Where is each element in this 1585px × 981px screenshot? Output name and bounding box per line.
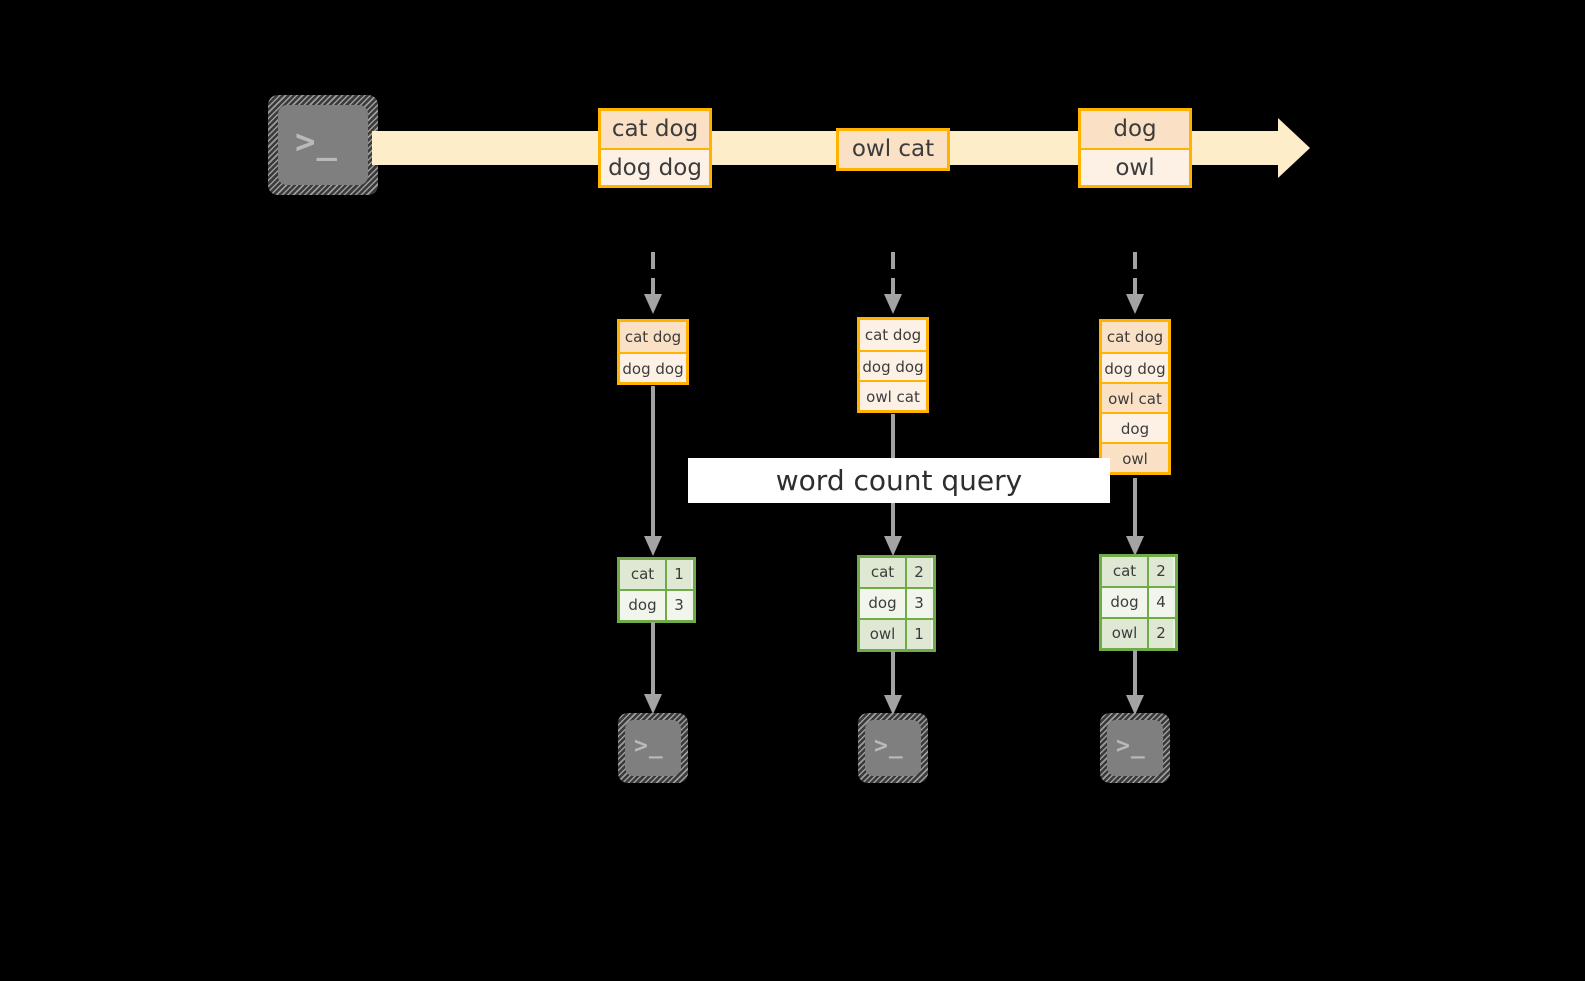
result-3-word-2: dog xyxy=(1102,588,1147,617)
input-table-1[interactable]: cat dog dog dog xyxy=(617,319,689,385)
terminal-prompt-icon: >_ xyxy=(295,122,338,162)
result-1-count-2: 3 xyxy=(665,591,691,620)
result-1-word-1: cat xyxy=(620,560,665,589)
result-3-count-1: 2 xyxy=(1147,557,1173,586)
table-row: dog 3 xyxy=(860,587,933,618)
input-table-3-row-5: owl xyxy=(1102,442,1168,472)
stream-batch-2-line-1: owl cat xyxy=(839,131,947,168)
connector-stream-to-input-1 xyxy=(640,252,666,316)
terminal-prompt-icon: >_ xyxy=(874,733,904,759)
input-table-1-row-2: dog dog xyxy=(620,352,686,382)
input-table-3-row-2: dog dog xyxy=(1102,352,1168,382)
input-table-2-row-1: cat dog xyxy=(860,320,926,350)
result-1-word-2: dog xyxy=(620,591,665,620)
terminal-body xyxy=(278,105,368,185)
sink-terminal-1: >_ xyxy=(618,713,688,783)
input-table-3[interactable]: cat dog dog dog owl cat dog owl xyxy=(1099,319,1171,475)
sink-terminal-3: >_ xyxy=(1100,713,1170,783)
input-table-2-row-3: owl cat xyxy=(860,380,926,410)
input-stream-arrowhead xyxy=(1278,118,1310,178)
table-row: dog 4 xyxy=(1102,586,1175,617)
result-2-word-3: owl xyxy=(860,620,905,649)
result-2-count-1: 2 xyxy=(905,558,931,587)
connector-stream-to-input-2 xyxy=(880,252,906,316)
result-1-count-1: 1 xyxy=(665,560,691,589)
terminal-body xyxy=(625,720,681,776)
result-3-count-2: 4 xyxy=(1147,588,1173,617)
result-table-3[interactable]: cat 2 dog 4 owl 2 xyxy=(1099,554,1178,651)
source-terminal: >_ xyxy=(268,95,378,195)
stream-batch-3-line-2: owl xyxy=(1081,148,1189,185)
table-row: dog 3 xyxy=(620,589,693,620)
input-table-2[interactable]: cat dog dog dog owl cat xyxy=(857,317,929,413)
result-2-count-2: 3 xyxy=(905,589,931,618)
stream-batch-1[interactable]: cat dog dog dog xyxy=(598,108,712,188)
connector-result-1-to-sink-1 xyxy=(640,622,666,716)
stream-batch-1-line-1: cat dog xyxy=(601,111,709,148)
input-table-3-row-3: owl cat xyxy=(1102,382,1168,412)
connector-input-3-to-result-3 xyxy=(1122,478,1148,558)
result-2-word-1: cat xyxy=(860,558,905,587)
input-table-3-row-4: dog xyxy=(1102,412,1168,442)
sink-terminal-2: >_ xyxy=(858,713,928,783)
input-table-2-row-2: dog dog xyxy=(860,350,926,380)
table-row: cat 2 xyxy=(860,558,933,587)
connector-result-3-to-sink-3 xyxy=(1122,650,1148,717)
result-2-count-3: 1 xyxy=(905,620,931,649)
result-2-word-2: dog xyxy=(860,589,905,618)
input-table-1-row-1: cat dog xyxy=(620,322,686,352)
result-table-1[interactable]: cat 1 dog 3 xyxy=(617,557,696,623)
terminal-body xyxy=(1107,720,1163,776)
stream-batch-1-line-2: dog dog xyxy=(601,148,709,185)
stream-batch-2[interactable]: owl cat xyxy=(836,128,950,171)
table-row: cat 2 xyxy=(1102,557,1175,586)
connector-result-2-to-sink-2 xyxy=(880,651,906,717)
stream-batch-3-line-1: dog xyxy=(1081,111,1189,148)
table-row: cat 1 xyxy=(620,560,693,589)
table-row: owl 1 xyxy=(860,618,933,649)
query-label: word count query xyxy=(688,458,1110,503)
terminal-body xyxy=(865,720,921,776)
terminal-prompt-icon: >_ xyxy=(1116,733,1146,759)
result-3-word-3: owl xyxy=(1102,619,1147,648)
result-3-count-3: 2 xyxy=(1147,619,1173,648)
connector-input-1-to-result-1 xyxy=(640,386,666,558)
query-label-text: word count query xyxy=(775,464,1023,497)
stream-batch-3[interactable]: dog owl xyxy=(1078,108,1192,188)
input-table-3-row-1: cat dog xyxy=(1102,322,1168,352)
table-row: owl 2 xyxy=(1102,617,1175,648)
result-3-word-1: cat xyxy=(1102,557,1147,586)
terminal-prompt-icon: >_ xyxy=(634,733,664,759)
connector-stream-to-input-3 xyxy=(1122,252,1148,316)
result-table-2[interactable]: cat 2 dog 3 owl 1 xyxy=(857,555,936,652)
